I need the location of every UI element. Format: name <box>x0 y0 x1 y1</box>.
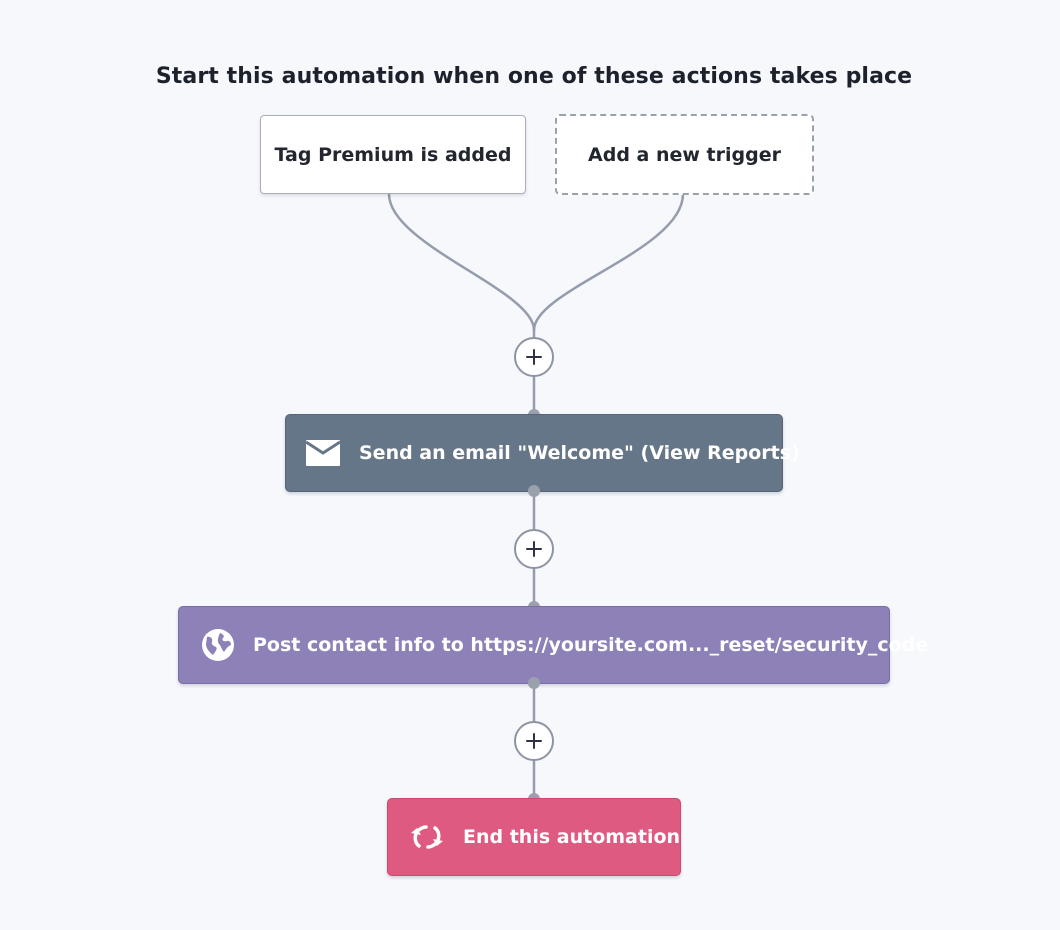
page-title: Start this automation when one of these … <box>155 64 913 89</box>
add-trigger-label: Add a new trigger <box>588 143 781 166</box>
add-step-button-1[interactable] <box>514 337 554 377</box>
action-end-label: End this automation <box>463 826 681 848</box>
plus-icon <box>526 349 542 365</box>
globe-icon <box>202 629 234 661</box>
connector-trigger-2 <box>532 192 685 332</box>
plus-icon <box>526 733 542 749</box>
connector-dot <box>528 485 540 497</box>
envelope-icon <box>306 440 340 466</box>
refresh-icon <box>411 825 443 849</box>
action-end-automation[interactable]: End this automation <box>387 798 681 876</box>
connector-trigger-1 <box>387 192 536 332</box>
action-send-email[interactable]: Send an email "Welcome" (View Reports) <box>285 414 800 492</box>
trigger-tag-premium-added[interactable]: Tag Premium is added <box>260 115 526 194</box>
action-email-label: Send an email "Welcome" (View Reports) <box>359 442 800 464</box>
add-step-button-2[interactable] <box>514 529 554 569</box>
trigger-label: Tag Premium is added <box>274 143 512 166</box>
action-post-webhook[interactable]: Post contact info to https://yoursite.co… <box>178 606 928 684</box>
add-trigger-button[interactable]: Add a new trigger <box>555 114 814 195</box>
connector-dot <box>528 677 540 689</box>
add-step-button-3[interactable] <box>514 721 554 761</box>
plus-icon <box>526 541 542 557</box>
action-webhook-label: Post contact info to https://yoursite.co… <box>253 634 929 656</box>
